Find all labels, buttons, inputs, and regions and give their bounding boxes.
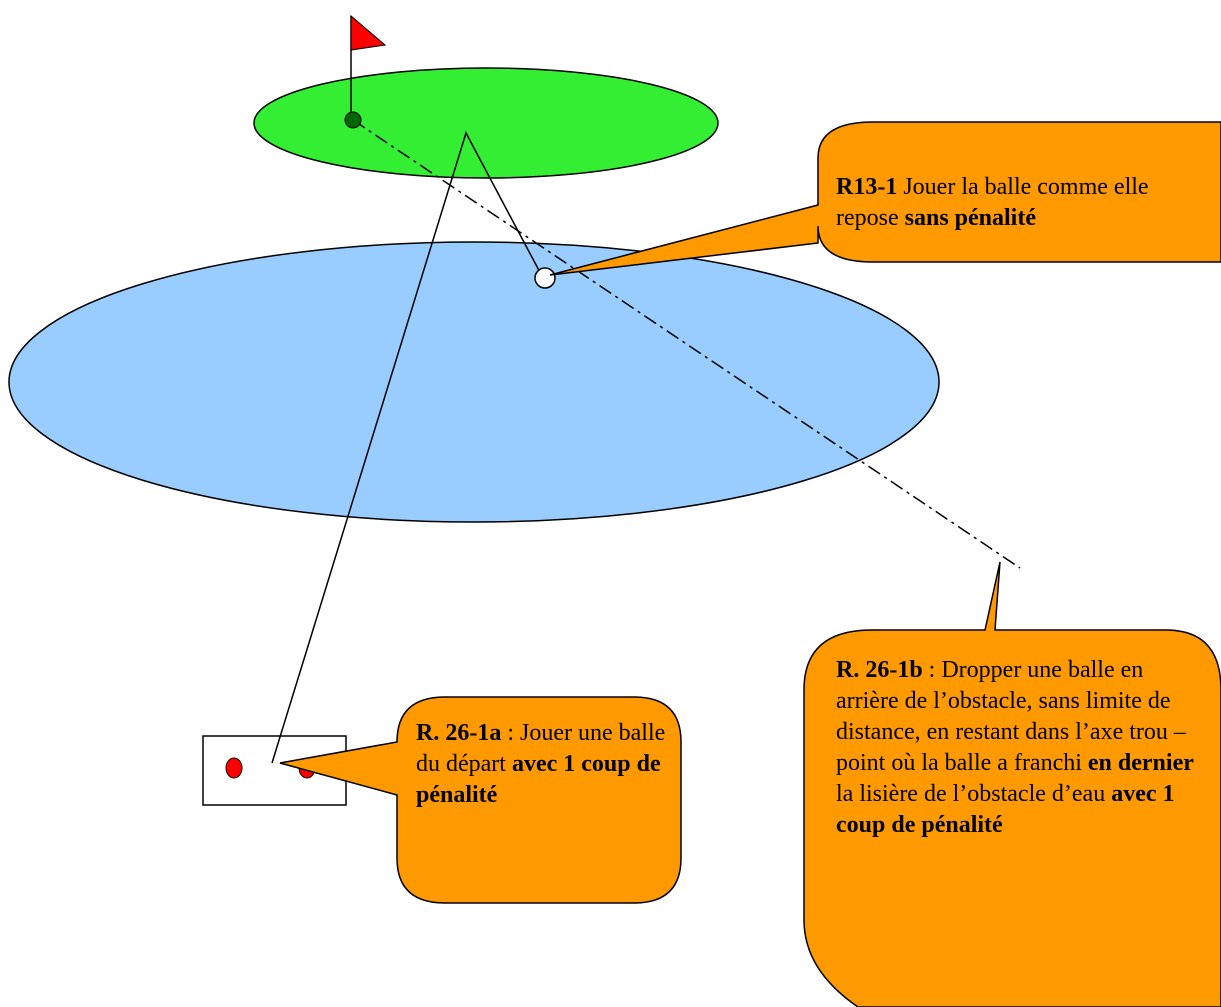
callout-r26b-text: R. 26-1b : Dropper une balle en arrière …	[836, 655, 1211, 841]
hole-marker	[344, 111, 362, 129]
rule-r26a-body: : Jouer une balle du départ	[416, 720, 666, 777]
callout-r26a-bubble	[279, 696, 682, 904]
green	[253, 67, 719, 179]
rule-r26b-label: R. 26-1b	[836, 657, 923, 683]
tee-marker-left	[225, 757, 243, 779]
rule-r13-emphasis: sans pénalité	[904, 205, 1036, 231]
rule-r26a-label: R. 26-1a	[416, 720, 502, 746]
callout-r13-bubble	[549, 121, 1221, 276]
rule-r26b-body-1: : Dropper une balle en arrière de l’obst…	[836, 657, 1186, 776]
rule-r26b-emphasis-1: en dernier	[1087, 750, 1194, 776]
callout-r26b-bubble	[803, 561, 1221, 1007]
hole-ball-axis	[352, 119, 1021, 569]
flag-icon	[350, 14, 387, 51]
rule-r26b-emphasis-2: avec 1 coup de pénalité	[836, 781, 1175, 838]
callout-r13-text: R13-1 Jouer la balle comme elle repose s…	[836, 172, 1216, 234]
rule-r13-label: R13-1	[836, 174, 898, 200]
callout-r26a-text: R. 26-1a : Jouer une balle du départ ave…	[416, 718, 676, 811]
ball-icon	[534, 267, 556, 289]
rule-r13-body: Jouer la balle comme elle repose	[836, 174, 1149, 231]
rule-r26b-body-2: la lisière de l’obstacle d’eau	[836, 781, 1112, 807]
rule-r26a-emphasis: avec 1 coup de pénalité	[416, 751, 661, 808]
water-hazard	[8, 241, 940, 523]
